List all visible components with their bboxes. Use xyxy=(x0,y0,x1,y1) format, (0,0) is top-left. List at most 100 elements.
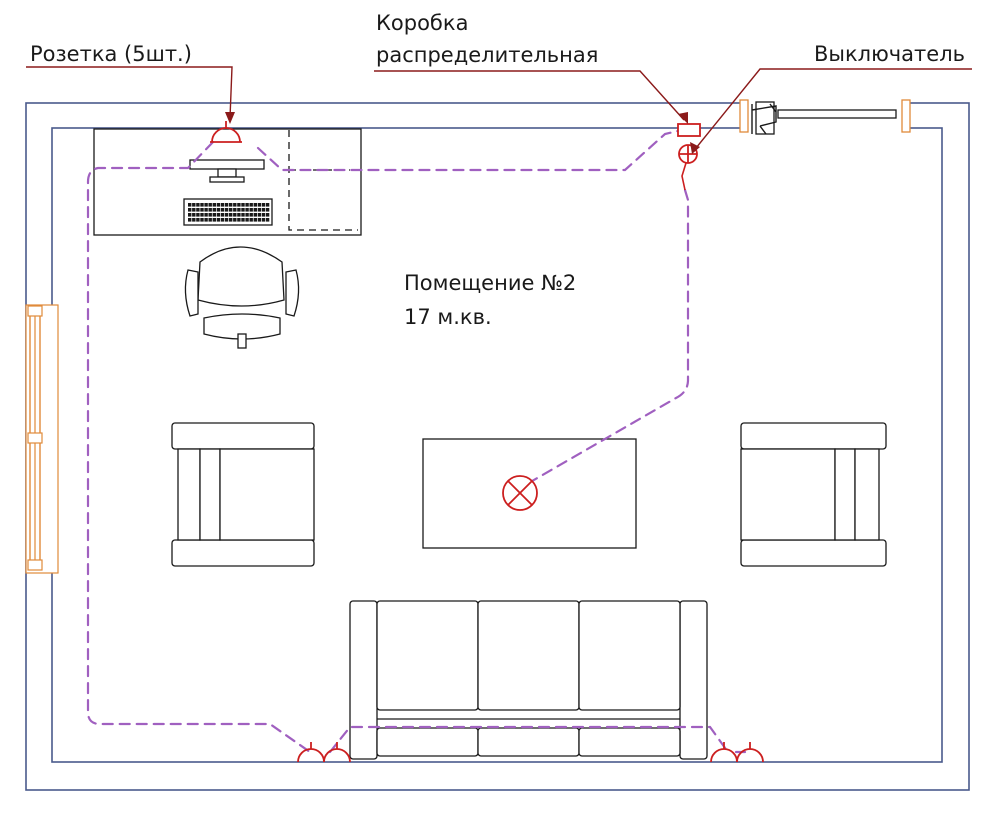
electrical-symbols xyxy=(210,121,764,763)
monitor-neck xyxy=(217,168,237,178)
socket-arc xyxy=(323,748,351,763)
keyboard-key xyxy=(229,203,233,207)
window-left xyxy=(25,304,59,574)
leader-switch xyxy=(695,68,972,149)
keyboard-key xyxy=(245,208,249,212)
armchair-right xyxy=(740,422,887,567)
keyboard-key xyxy=(204,203,208,207)
armchair-arm xyxy=(177,448,201,541)
keyboard-key xyxy=(196,218,200,222)
keyboard-key xyxy=(204,218,208,222)
keyboard-key xyxy=(196,213,200,217)
keyboard-key xyxy=(249,213,253,217)
ceiling-lamp-icon xyxy=(502,475,538,511)
keyboard-key xyxy=(229,208,233,212)
keyboard-key xyxy=(208,203,212,207)
keyboard-key xyxy=(204,208,208,212)
chair-back xyxy=(197,246,285,307)
sofa-back-cushion xyxy=(477,600,580,711)
keyboard-key xyxy=(200,208,204,212)
door-handle-icon xyxy=(751,103,777,135)
keyboard-key xyxy=(212,208,216,212)
monitor-screen xyxy=(189,159,265,170)
keyboard-key xyxy=(212,213,216,217)
keyboard-key xyxy=(245,203,249,207)
monitor-base xyxy=(209,176,245,183)
leader-socket xyxy=(26,66,233,119)
keyboard-key xyxy=(253,208,257,212)
wire-socket-to-box xyxy=(256,128,684,172)
room-area: 17 м.кв. xyxy=(404,305,492,329)
keyboard-key xyxy=(212,218,216,222)
socket-icon xyxy=(710,742,738,763)
keyboard-key xyxy=(253,203,257,207)
chair-arm-left xyxy=(184,269,199,317)
label-socket: Розетка (5шт.) xyxy=(30,42,192,66)
keyboard-key xyxy=(216,208,221,212)
keyboard-key xyxy=(257,213,262,217)
sofa-arm-left xyxy=(349,600,378,760)
keyboard-key xyxy=(216,203,221,207)
socket-icon xyxy=(297,742,325,763)
keyboard-key xyxy=(241,218,245,222)
keyboard-key xyxy=(220,208,225,212)
room-label: Помещение №2 17 м.кв. xyxy=(404,271,576,329)
window-hinge xyxy=(27,559,43,571)
label-switch: Выключатель xyxy=(814,42,965,66)
keyboard-key xyxy=(253,218,257,222)
arrow-icon xyxy=(690,142,700,154)
armchair-arm xyxy=(854,448,880,541)
wire-perimeter-left xyxy=(86,140,312,754)
keyboard-key xyxy=(249,203,253,207)
label-junction-box-line2: распределительная xyxy=(376,43,598,67)
keyboard-key xyxy=(229,218,233,222)
chair-seat-front xyxy=(203,313,281,340)
sofa-seat-cushion xyxy=(376,727,479,757)
keyboard-key xyxy=(212,203,216,207)
keyboard-icon xyxy=(183,198,273,226)
room-name: Помещение №2 xyxy=(404,271,576,295)
office-chair-icon xyxy=(184,246,300,349)
keyboard-key xyxy=(216,218,221,222)
keyboard-key xyxy=(261,208,266,212)
keyboard-key xyxy=(224,218,229,222)
sofa-back-cushion xyxy=(578,600,681,711)
sofa-seat-cushion xyxy=(477,727,580,757)
keyboard-key xyxy=(220,203,225,207)
keyboard-key xyxy=(257,203,262,207)
keyboard-key xyxy=(237,213,241,217)
keyboard-key xyxy=(265,218,270,222)
armchair-arm xyxy=(199,448,221,541)
keyboard-key xyxy=(188,218,192,222)
keyboard-key xyxy=(257,218,262,222)
keyboard-key xyxy=(208,208,212,212)
sofa xyxy=(349,600,708,760)
keyboard-key xyxy=(192,203,196,207)
keyboard-key xyxy=(241,203,245,207)
keyboard-key xyxy=(261,218,266,222)
armchair-arm xyxy=(834,448,856,541)
socket-arc xyxy=(211,127,241,143)
keyboard-key xyxy=(220,213,225,217)
keyboard-key xyxy=(196,203,200,207)
keyboard-key xyxy=(200,218,204,222)
keyboard-key xyxy=(233,208,237,212)
armchair-front xyxy=(171,539,315,567)
keyboard-key xyxy=(245,218,249,222)
armchair-seat xyxy=(740,448,836,541)
sofa-seat-cushion xyxy=(578,727,681,757)
keyboard-key xyxy=(192,218,196,222)
wire-switch-to-lamp xyxy=(518,188,690,490)
keyboard-key xyxy=(265,208,270,212)
keyboard-key xyxy=(224,203,229,207)
lamp-cross xyxy=(507,480,533,506)
keyboard-key xyxy=(188,208,192,212)
keyboard-key xyxy=(220,218,225,222)
keyboard-key xyxy=(241,208,245,212)
socket-icon xyxy=(323,742,351,763)
armchair-seat xyxy=(219,448,315,541)
keyboard-key xyxy=(192,208,196,212)
armchair-back xyxy=(171,422,315,450)
desk xyxy=(93,128,362,236)
